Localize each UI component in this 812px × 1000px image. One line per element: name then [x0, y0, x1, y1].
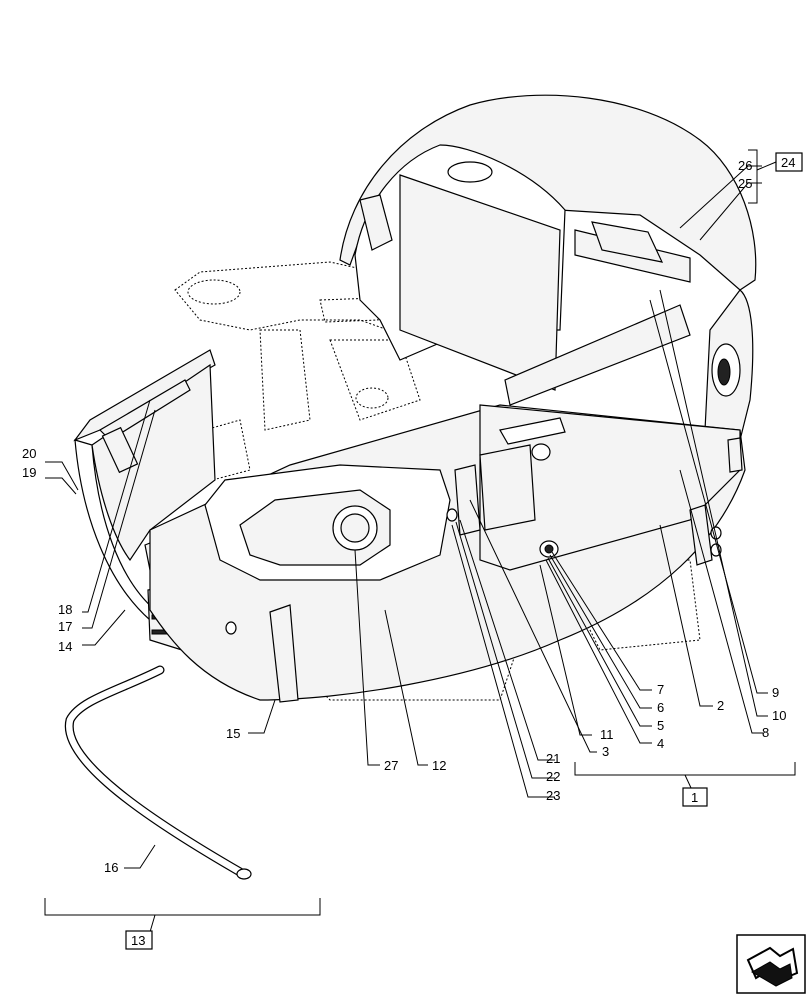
- assembly-box-13: [125, 930, 153, 950]
- assembly-label-24: 24: [781, 155, 795, 170]
- callout-17: 17: [58, 619, 72, 634]
- callout-9: 9: [772, 685, 779, 700]
- next-page-arrow-icon[interactable]: [736, 934, 806, 994]
- assembly-label-13: 13: [131, 933, 145, 948]
- callout-labels: 20 19 18 17 14 15 16 27 12 21 22 23 11 3…: [22, 158, 786, 875]
- counterweight-body: [149, 304, 746, 703]
- callout-15: 15: [226, 726, 240, 741]
- callout-6: 6: [657, 700, 664, 715]
- hood-canopy: [339, 94, 757, 471]
- callout-26: 26: [738, 158, 752, 173]
- callout-18: 18: [58, 602, 72, 617]
- callout-21: 21: [546, 751, 560, 766]
- callout-5: 5: [657, 718, 664, 733]
- callout-3: 3: [602, 744, 609, 759]
- callout-2: 2: [717, 698, 724, 713]
- callout-11: 11: [600, 727, 614, 742]
- hose-part: [64, 665, 252, 880]
- assembly-box-1: [682, 787, 708, 807]
- callout-8: 8: [762, 725, 769, 740]
- assembly-label-1: 1: [691, 790, 698, 805]
- callout-22: 22: [546, 769, 560, 784]
- callout-20: 20: [22, 446, 36, 461]
- assembly-number-boxes: 1 13 24: [125, 152, 803, 950]
- callout-16: 16: [104, 860, 118, 875]
- callout-14: 14: [58, 639, 72, 654]
- callout-25: 25: [738, 176, 752, 191]
- callout-19: 19: [22, 465, 36, 480]
- callout-12: 12: [432, 758, 446, 773]
- callout-7: 7: [657, 682, 664, 697]
- callout-4: 4: [657, 736, 664, 751]
- callout-23: 23: [546, 788, 560, 803]
- callout-10: 10: [772, 708, 786, 723]
- assembly-brackets: [44, 149, 796, 933]
- assembly-box-24: [775, 152, 803, 172]
- callout-27: 27: [384, 758, 398, 773]
